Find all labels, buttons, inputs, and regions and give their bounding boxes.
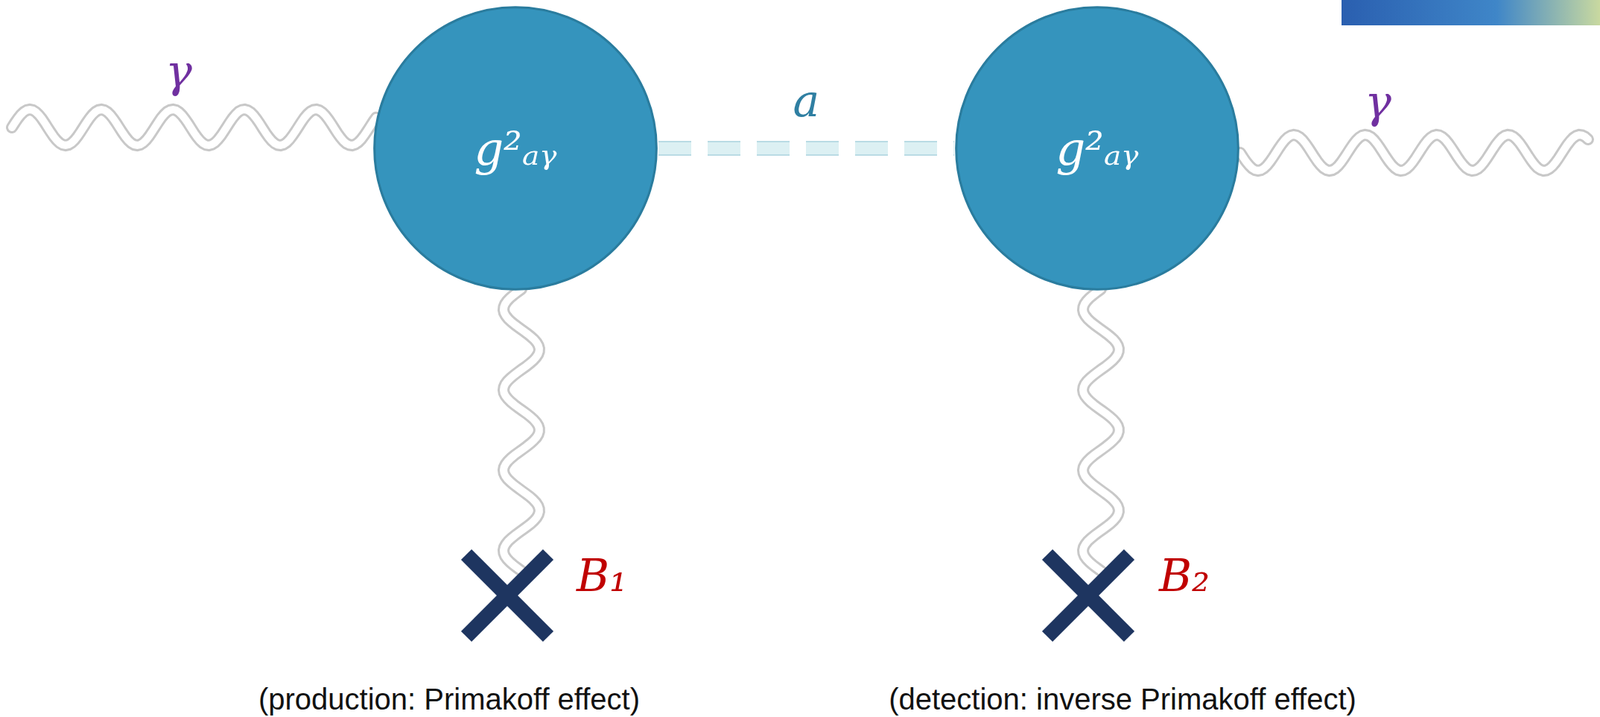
field-source-cross <box>466 554 549 637</box>
field-source-cross <box>1047 554 1130 637</box>
photon-line <box>1240 134 1589 171</box>
photon-lines <box>11 109 1589 574</box>
field-outline <box>1083 289 1119 574</box>
photon-outline <box>1240 134 1589 171</box>
photon-label: γ <box>165 45 193 98</box>
caption-note: (detection: inverse Primakoff effect) <box>888 682 1357 716</box>
photon-label: γ <box>1364 75 1392 129</box>
node-text-box: g²ₐᵧ <box>954 5 1241 292</box>
particle-label: a <box>793 74 821 127</box>
field-label: B₂ <box>1159 548 1210 602</box>
field-line <box>503 289 540 574</box>
coupling-label: g²ₐᵧ <box>473 121 557 176</box>
field-line <box>1083 289 1119 574</box>
axion-propagator <box>658 148 955 149</box>
photon-outline <box>11 109 377 146</box>
corner-image <box>1341 0 1600 26</box>
vertex-circle: g²ₐᵧ <box>372 5 659 292</box>
photon-line <box>11 109 377 146</box>
field-outline <box>503 289 540 574</box>
node-text-box: g²ₐᵧ <box>372 5 659 292</box>
caption-note: (production: Primakoff effect) <box>258 682 640 716</box>
coupling-label: g²ₐᵧ <box>1055 121 1139 176</box>
vertex-circle: g²ₐᵧ <box>954 5 1241 292</box>
field-label: B₁ <box>576 548 628 602</box>
